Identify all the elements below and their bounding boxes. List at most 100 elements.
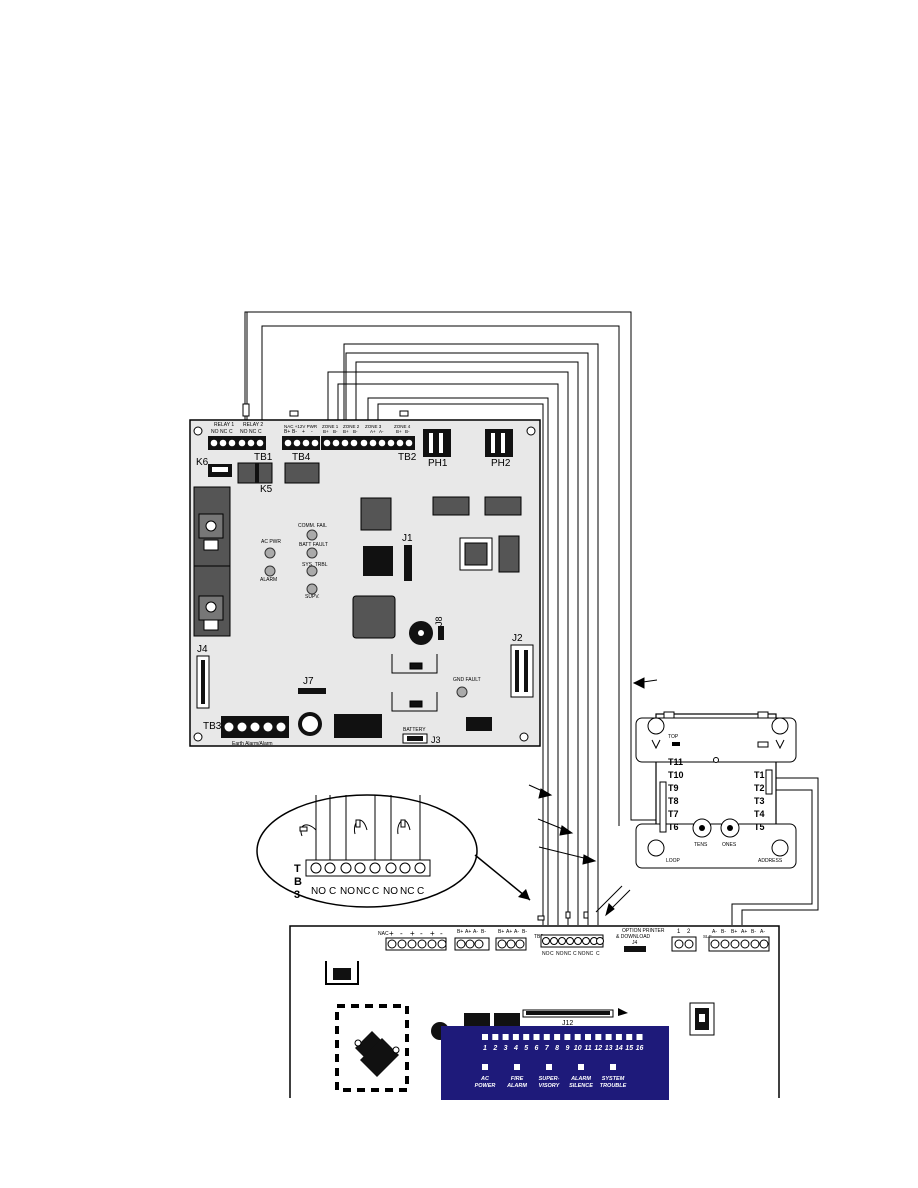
regulator-upper: [193, 486, 231, 568]
svg-text:GND FAULT: GND FAULT: [453, 677, 481, 683]
svg-text:TB3: TB3: [534, 934, 543, 940]
tb1-terminal-block: RELAY 1 RELAY 2 NO NC C NO NC C TB1: [208, 422, 273, 463]
zone-led: [543, 1034, 550, 1040]
svg-text:+: +: [430, 929, 435, 938]
svg-text:A-: A-: [712, 929, 717, 935]
svg-text:TB3: TB3: [203, 721, 222, 732]
svg-text:T8: T8: [668, 796, 679, 806]
status-led-label: SUPER-: [539, 1076, 560, 1082]
memory-chip: [352, 595, 396, 639]
svg-text:T6: T6: [668, 822, 679, 832]
svg-text:B+: B+: [284, 429, 290, 435]
svg-text:T7: T7: [668, 809, 679, 819]
svg-text:-: -: [400, 929, 403, 938]
svg-text:J4: J4: [632, 940, 638, 946]
svg-text:ZONE 4: ZONE 4: [394, 424, 411, 429]
zone-number-label: 2: [492, 1045, 497, 1052]
svg-text:A-: A-: [473, 929, 478, 935]
svg-text:NO: NO: [578, 951, 586, 957]
svg-text:T11: T11: [668, 757, 683, 767]
svg-text:J7: J7: [303, 676, 314, 687]
svg-text:-: -: [440, 929, 443, 938]
zone-led: [512, 1034, 519, 1040]
svg-text:LOOP: LOOP: [666, 858, 681, 864]
zone-number-label: 3: [504, 1045, 508, 1052]
svg-text:T2: T2: [754, 783, 765, 793]
svg-text:B: B: [294, 876, 302, 888]
svg-text:B+: B+: [731, 929, 737, 935]
zone-led: [564, 1034, 571, 1040]
svg-text:A+: A+: [370, 429, 376, 434]
power-terminal-block: 1 2: [671, 929, 697, 952]
svg-text:NO: NO: [211, 429, 219, 435]
svg-text:NAC: NAC: [378, 931, 389, 937]
svg-text:T1: T1: [754, 770, 765, 780]
option-printer-header: OPTION PRINTER & DOWNLOAD J4: [616, 928, 665, 952]
status-led-label: AC: [480, 1076, 490, 1082]
svg-text:BATTERY: BATTERY: [403, 727, 426, 733]
status-led: [610, 1064, 616, 1070]
relay-terminal-block: TB3 NO C NO NC C NO NC C: [534, 934, 604, 957]
jumper-shunts: [391, 654, 438, 712]
status-led-label: POWER: [475, 1083, 496, 1089]
status-led-label: ALARM: [570, 1076, 591, 1082]
svg-text:A+: A+: [506, 929, 512, 935]
zone-led: [554, 1034, 561, 1040]
svg-text:C: C: [258, 429, 262, 435]
status-led-label: VISORY: [539, 1083, 561, 1089]
svg-text:2: 2: [687, 929, 691, 935]
phone-jack-ph1: PH1: [423, 429, 451, 469]
svg-text:A+: A+: [741, 929, 747, 935]
svg-text:NO: NO: [542, 951, 550, 957]
svg-text:SLC: SLC: [703, 934, 713, 939]
svg-text:NC: NC: [400, 886, 414, 897]
wires: [244, 311, 819, 925]
zone-led: [626, 1034, 633, 1040]
zone-terminal-block-a: B+ A+ A- B-: [454, 929, 490, 951]
zone-number-label: 4: [513, 1045, 518, 1052]
svg-text:RELAY 2: RELAY 2: [243, 422, 263, 428]
phone-jack-ph2: PH2: [485, 429, 513, 469]
svg-text:ZONE 2: ZONE 2: [343, 424, 360, 429]
svg-text:J2: J2: [512, 633, 523, 644]
svg-text:B-: B-: [721, 929, 726, 935]
svg-text:TB1: TB1: [254, 452, 273, 463]
tb2-terminal-block: ZONE 1 ZONE 2 ZONE 3 ZONE 4 B+ B- B+ B- …: [321, 410, 417, 463]
slc-terminal-block: SLC A- B- B+ A+ B- A-: [703, 929, 770, 952]
tb3-terminal-block: TB3 Earth Alarm/Alarm: [203, 716, 289, 747]
svg-text:B+: B+: [396, 429, 402, 434]
status-led: [514, 1064, 520, 1070]
svg-text:C: C: [550, 951, 554, 957]
svg-text:TOP: TOP: [668, 734, 679, 740]
svg-text:3: 3: [294, 889, 300, 901]
svg-text:TENS: TENS: [694, 842, 708, 848]
svg-text:B+: B+: [498, 929, 504, 935]
zone-number-label: 16: [636, 1045, 644, 1052]
zone-led: [605, 1034, 612, 1040]
svg-text:B-: B-: [522, 929, 527, 935]
svg-text:A-: A-: [760, 929, 765, 935]
microcontroller-chip: [360, 497, 392, 531]
svg-text:BATT FAULT: BATT FAULT: [299, 542, 328, 548]
svg-text:+: +: [389, 929, 394, 938]
svg-text:T5: T5: [754, 822, 765, 832]
zone-number-label: 5: [524, 1045, 528, 1052]
zone-led: [615, 1034, 622, 1040]
svg-text:NC: NC: [249, 429, 257, 435]
svg-text:T: T: [294, 863, 301, 875]
svg-text:A+: A+: [465, 929, 471, 935]
header-j8: J8: [434, 616, 444, 640]
svg-text:NC: NC: [564, 951, 572, 957]
zone-led: [595, 1034, 602, 1040]
svg-text:T3: T3: [754, 796, 765, 806]
svg-text:+: +: [410, 929, 415, 938]
fire-alarm-panel-board: NAC + - + - + - B+ A+ A- B- B+ A+: [289, 911, 780, 1100]
module-terminal-screws: [659, 769, 773, 833]
zone-led: [523, 1034, 530, 1040]
eol-resistor: [242, 403, 250, 417]
zone-number-label: 6: [535, 1045, 539, 1052]
svg-text:& DOWNLOAD: & DOWNLOAD: [616, 934, 651, 940]
svg-text:J1: J1: [402, 533, 413, 544]
